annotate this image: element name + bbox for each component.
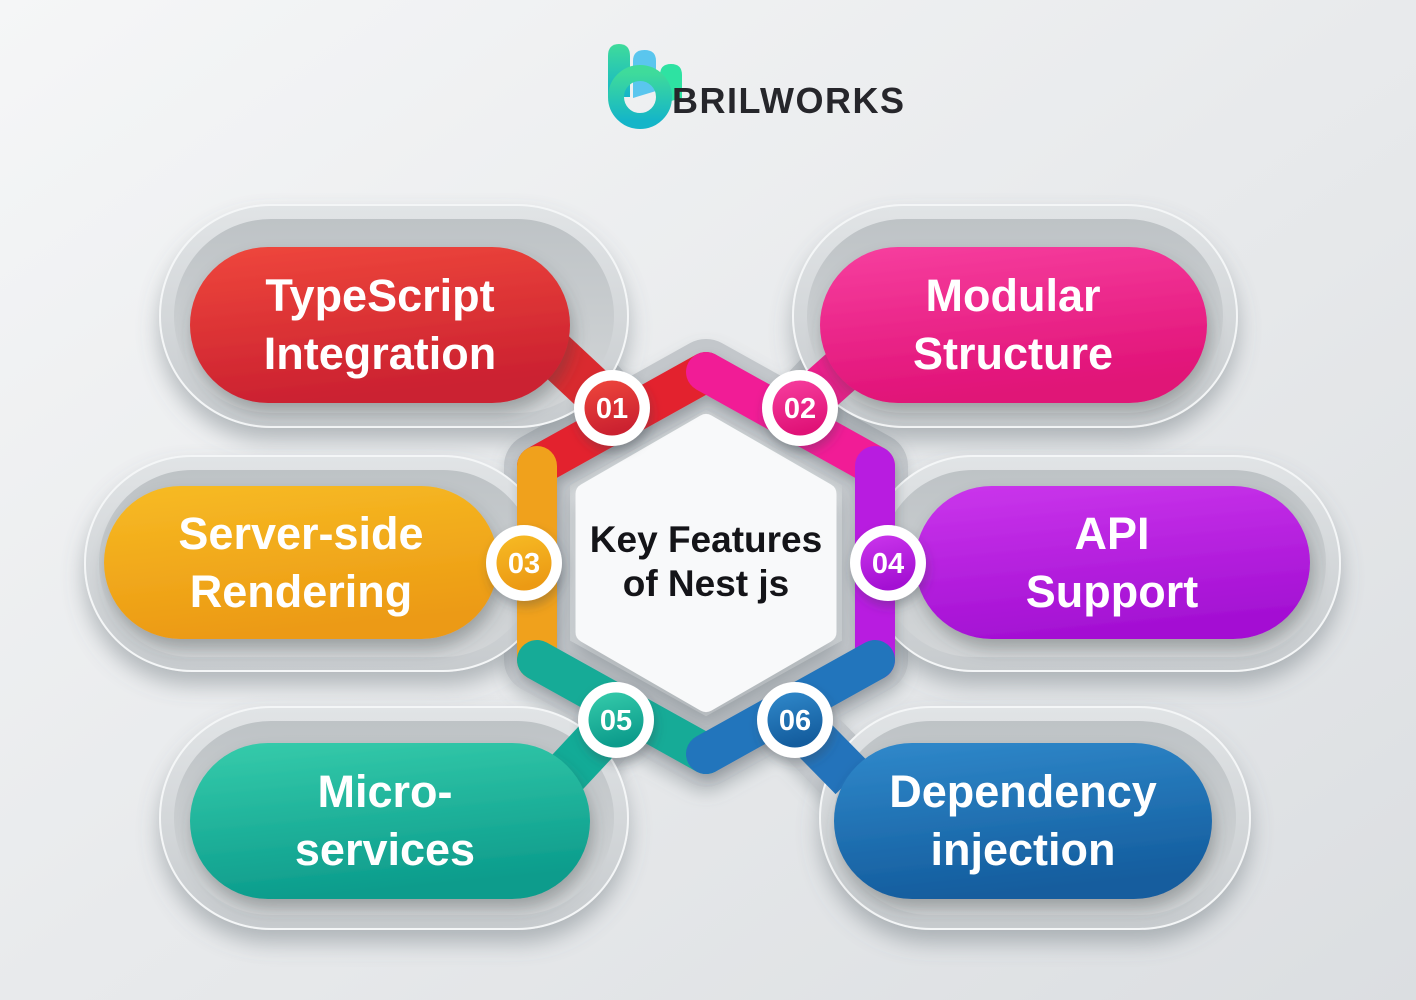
- feature-label-line2: Rendering: [190, 566, 413, 617]
- center-title-line1: Key Features: [590, 519, 822, 560]
- feature-pills: TypeScript Integration Modular Structure…: [104, 247, 1310, 899]
- step-number: 05: [600, 705, 632, 737]
- step-number: 06: [779, 705, 811, 737]
- feature-pill-microservices: Micro- services: [190, 743, 590, 899]
- center-title: Key Features of Nest js: [590, 519, 822, 604]
- step-badge-04: 04: [850, 525, 926, 601]
- step-number: 02: [784, 393, 816, 425]
- feature-pill-dependency-injection: Dependency injection: [834, 743, 1212, 899]
- feature-label-line1: Modular: [926, 270, 1101, 321]
- feature-label-line1: Server-side: [178, 508, 423, 559]
- feature-label-line2: injection: [930, 824, 1115, 875]
- feature-label-line1: API: [1074, 508, 1149, 559]
- step-number: 01: [596, 393, 628, 425]
- feature-pill-typescript-integration: TypeScript Integration: [190, 247, 570, 403]
- feature-label-line1: Dependency: [889, 766, 1157, 817]
- step-number: 04: [872, 548, 904, 580]
- feature-pill-server-side-rendering: Server-side Rendering: [104, 486, 498, 639]
- brilworks-logo-icon: [608, 44, 682, 129]
- brand-name: BRILWORKS: [672, 80, 906, 121]
- feature-label-line2: Integration: [264, 328, 497, 379]
- step-badges: 01 02 03 04 05 06: [486, 370, 926, 758]
- feature-label-line2: Structure: [913, 328, 1113, 379]
- feature-label-line1: Micro-: [318, 766, 453, 817]
- feature-label-line1: TypeScript: [265, 270, 494, 321]
- step-badge-03: 03: [486, 525, 562, 601]
- brilworks-logo: BRILWORKS: [608, 44, 906, 129]
- step-badge-02: 02: [762, 370, 838, 446]
- step-badge-05: 05: [578, 682, 654, 758]
- center-title-line2: of Nest js: [623, 563, 790, 604]
- step-badge-01: 01: [574, 370, 650, 446]
- step-number: 03: [508, 548, 540, 580]
- feature-label-line2: Support: [1026, 566, 1198, 617]
- center-hexagon: [575, 414, 837, 712]
- feature-pill-modular-structure: Modular Structure: [820, 247, 1207, 403]
- step-badge-06: 06: [757, 682, 833, 758]
- feature-label-line2: services: [295, 824, 475, 875]
- feature-pill-api-support: API Support: [915, 486, 1310, 639]
